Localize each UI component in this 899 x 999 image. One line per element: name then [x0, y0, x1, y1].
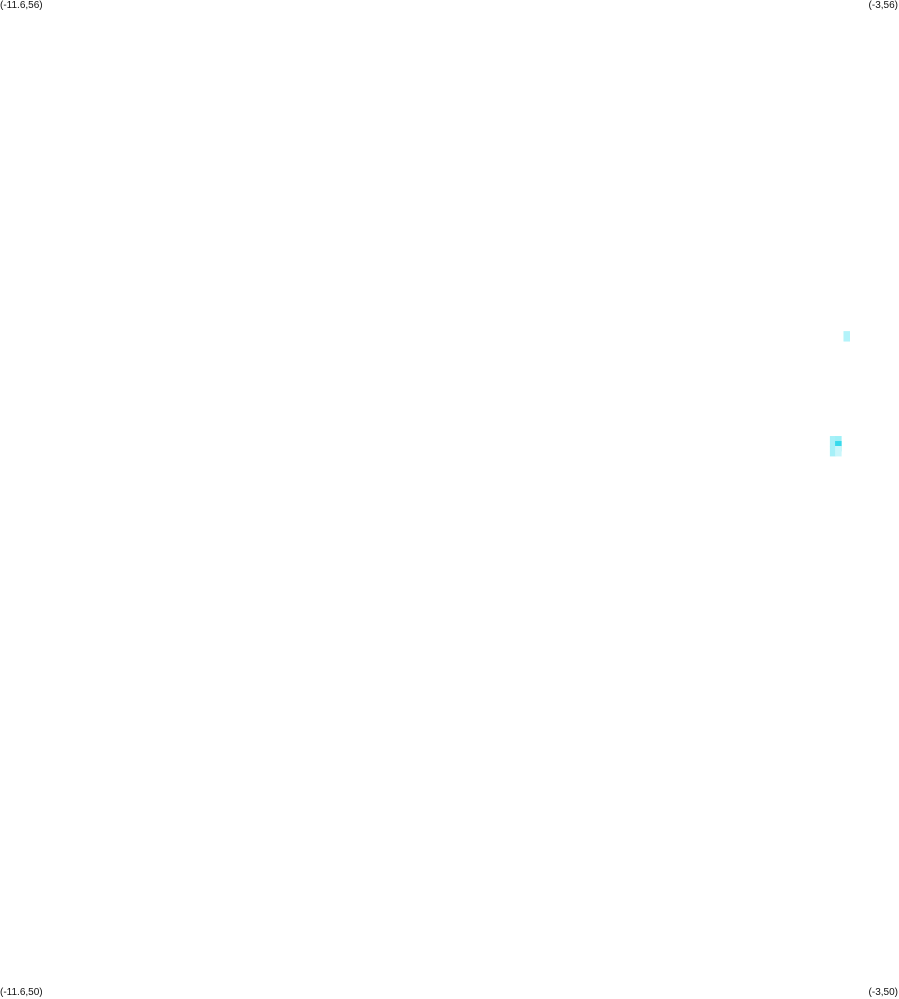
corner-coordinate-bottom-right: (-3,50): [868, 987, 898, 998]
raster-cell: [843, 331, 850, 342]
corner-coordinate-top-right: (-3,56): [868, 0, 898, 11]
raster-cell: [829, 446, 837, 457]
corner-coordinate-top-left: (-11.6,56): [0, 0, 43, 11]
raster-cell: [835, 446, 842, 457]
raster-cell: [829, 436, 837, 447]
corner-coordinate-bottom-left: (-11.6,50): [0, 987, 43, 998]
